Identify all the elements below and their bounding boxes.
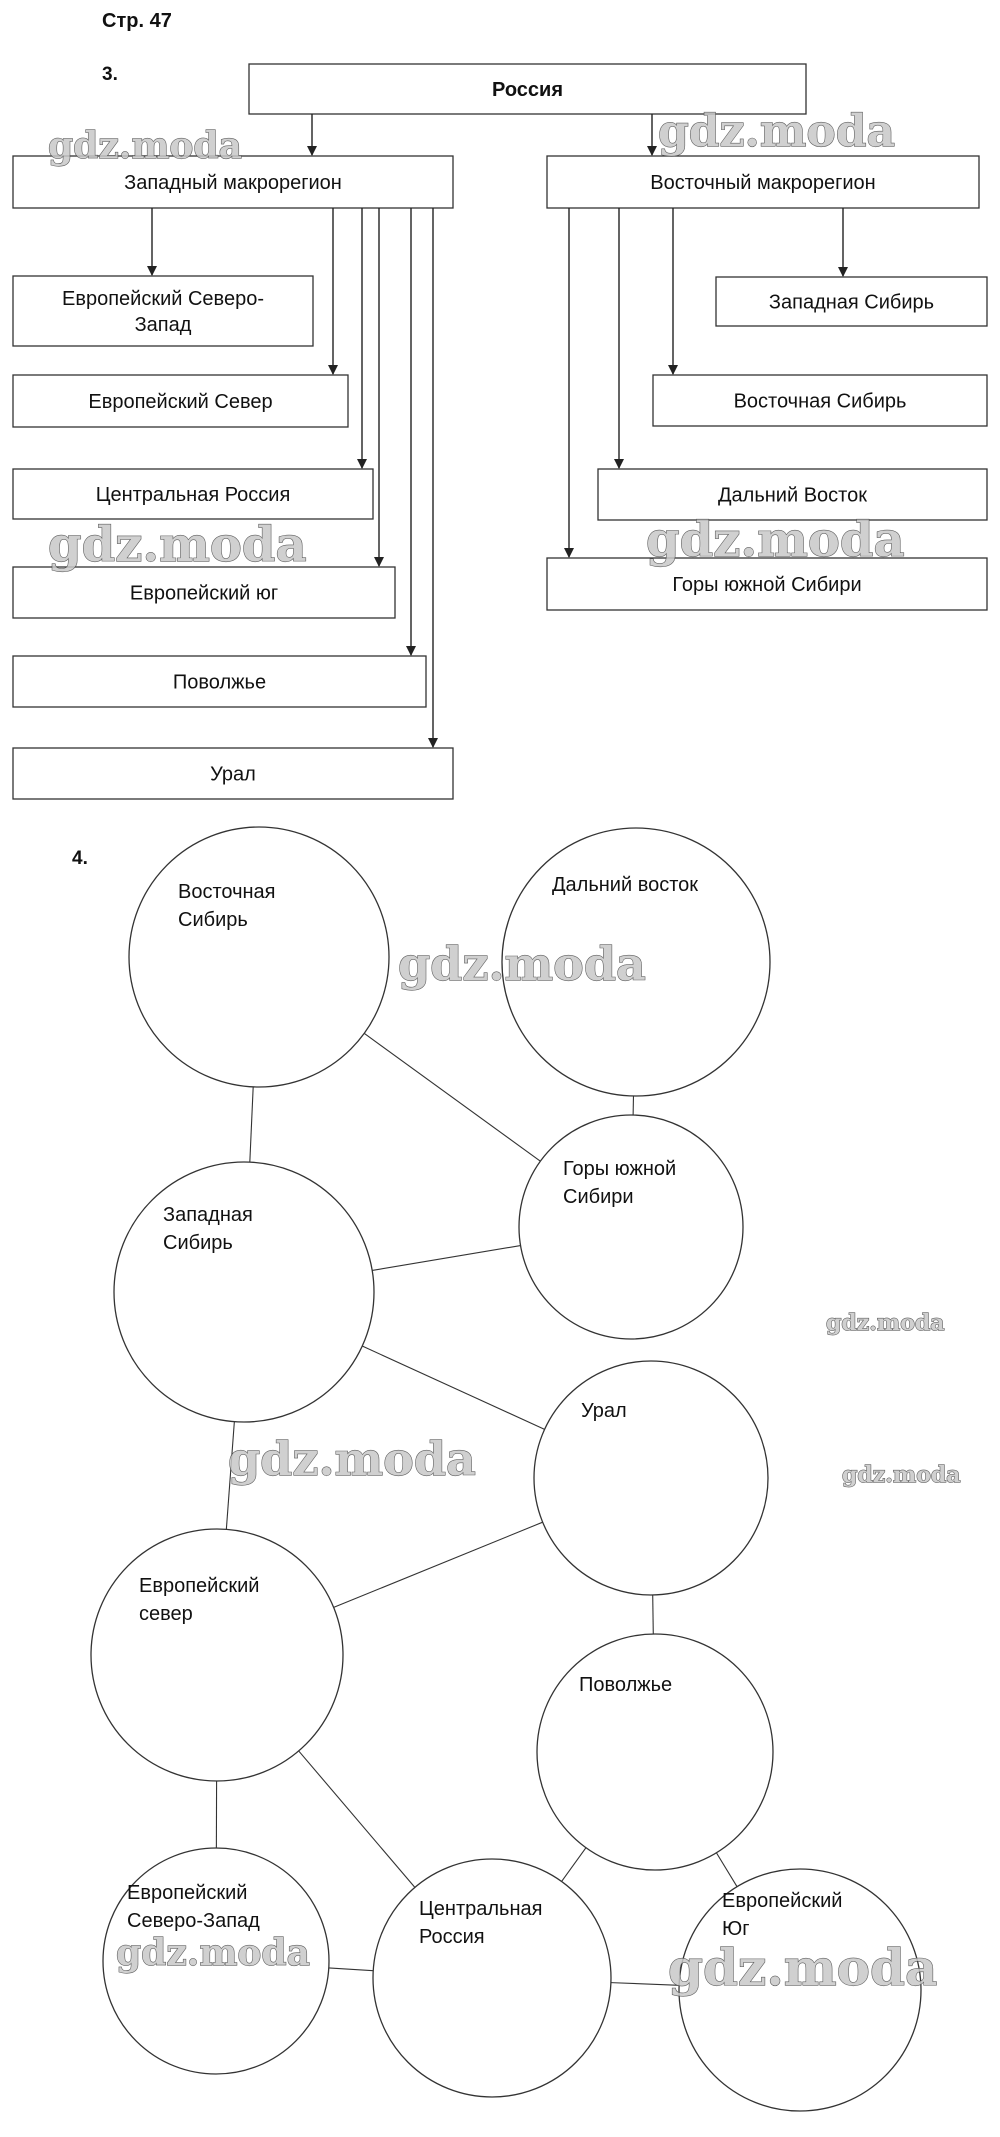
node-evr-yug-circle	[678, 1868, 922, 2112]
watermark-1: gdz.moda	[658, 106, 895, 157]
tree-west-child-3-frame	[12, 566, 396, 619]
edge-evr-sz-centr	[328, 1967, 374, 1972]
edge-zap-sib-evr-sever	[225, 1421, 235, 1530]
node-povolzhye-label: Поволжье	[579, 1674, 672, 1696]
tree-west-child-4-text: Поволжье	[173, 672, 266, 694]
watermark-0: gdz.moda	[48, 125, 242, 167]
watermark-5: gdz.moda	[826, 1310, 945, 1336]
node-povolzhye-circle	[536, 1633, 774, 1871]
tree-east-child-1-frame	[652, 374, 988, 427]
edge-gory-zap-sib	[372, 1245, 521, 1272]
tree-west-child-2: Центральная Россия	[12, 468, 374, 520]
tree-west-child-0: Европейский Северо-Запад	[12, 275, 314, 347]
graph-edges	[215, 1032, 738, 1986]
tree-west-macroregion: Западный макрорегион	[12, 155, 454, 209]
tree-east-child-2-frame	[597, 468, 988, 521]
tree-east-macroregion: Восточный макрорегион	[546, 155, 980, 209]
edge-povolzhye-evr-yug	[715, 1852, 738, 1887]
watermark-2: gdz.moda	[48, 517, 307, 573]
tree-east-child-3-text: Горы южной Сибири	[672, 574, 861, 596]
tree-east-macroregion-frame	[546, 155, 980, 209]
node-zap-sib-circle	[113, 1161, 375, 1423]
node-ural-circle	[533, 1360, 769, 1596]
node-centr-circle	[372, 1858, 612, 2098]
edge-zap-sib-ural	[362, 1345, 545, 1430]
node-ural-label: Урал	[581, 1400, 627, 1422]
watermark-8: gdz.moda	[116, 1932, 310, 1974]
watermark-3: gdz.moda	[646, 512, 905, 568]
tree-west-child-2-frame	[12, 468, 374, 520]
watermarks: gdz.moda gdz.moda gdz.moda gdz.moda gdz.moda…	[47, 105, 961, 1997]
tree-west-child-2-text: Центральная Россия	[96, 484, 291, 506]
tree-west-child-4: Поволжье	[12, 655, 427, 708]
node-dal-vost: Дальний восток	[501, 827, 771, 1097]
tree-east-child-2-text: Дальний Восток	[718, 485, 867, 507]
tree-east-child-3-frame	[546, 557, 988, 611]
tree-east-child-1: Восточная Сибирь	[652, 374, 988, 427]
tree-east-child-0-frame	[715, 276, 988, 327]
tree-west-macroregion-frame	[12, 155, 454, 209]
tree-west-macroregion-text: Западный макрорегион	[124, 172, 342, 194]
tree-root-russia-text: Россия	[492, 79, 563, 101]
node-gory-circle	[518, 1114, 744, 1340]
node-ural: Урал	[533, 1360, 769, 1596]
edge-evr-sever-centr	[298, 1750, 416, 1888]
tree-west-child-0-text: Европейский Северо-Запад	[62, 288, 264, 336]
tree-east-child-1-text: Восточная Сибирь	[734, 391, 907, 413]
watermark-4: gdz.moda	[398, 937, 646, 991]
tree-root-russia-frame	[248, 63, 807, 115]
node-evr-sever-circle	[90, 1528, 344, 1782]
edge-ural-povolzhye	[652, 1594, 654, 1635]
tree-west-child-4-frame	[12, 655, 427, 708]
tree-east-child-2: Дальний Восток	[597, 468, 988, 521]
node-vost-sib-circle	[128, 826, 390, 1088]
tree-west-child-5-text: Урал	[210, 764, 256, 786]
tree-west-child-1: Европейский Север	[12, 374, 349, 428]
task-4-number: 4.	[72, 848, 88, 869]
edge-centr-povolzhye	[561, 1847, 587, 1882]
task-3-number: 3.	[102, 64, 118, 85]
tree-east-macroregion-text: Восточный макрорегион	[650, 172, 875, 194]
tree-root-russia: Россия	[248, 63, 807, 115]
tree-west-child-3-text: Европейский юг	[130, 583, 278, 605]
tree-east-child-0-text: Западная Сибирь	[769, 292, 934, 314]
tree-west-child-5: Урал	[12, 747, 454, 800]
watermark-9: gdz.moda	[668, 1938, 937, 1997]
tree-east-child-0: Западная Сибирь	[715, 276, 988, 327]
edge-vost-sib-zap-sib	[249, 1086, 254, 1163]
tree-west-child-5-frame	[12, 747, 454, 800]
tree-west-child-1-frame	[12, 374, 349, 428]
node-povolzhye: Поволжье	[536, 1633, 774, 1871]
node-evr-sz-circle	[102, 1847, 330, 2075]
node-dal-vost-circle	[501, 827, 771, 1097]
tree-west-child-0-frame	[12, 275, 314, 347]
tree-west-child-1-text: Европейский Север	[88, 391, 272, 413]
watermark-7: gdz.moda	[842, 1462, 961, 1488]
node-dal-vost-label: Дальний восток	[552, 874, 698, 896]
tree-west-child-3: Европейский юг	[12, 566, 396, 619]
edge-evr-sever-ural	[333, 1521, 543, 1608]
tree-east-child-3: Горы южной Сибири	[546, 557, 988, 611]
edge-centr-evr-yug	[610, 1982, 680, 1986]
edge-vost-sib-gory	[363, 1032, 541, 1162]
page-label: Стр. 47	[102, 10, 172, 32]
watermark-6: gdz.moda	[228, 1432, 476, 1486]
